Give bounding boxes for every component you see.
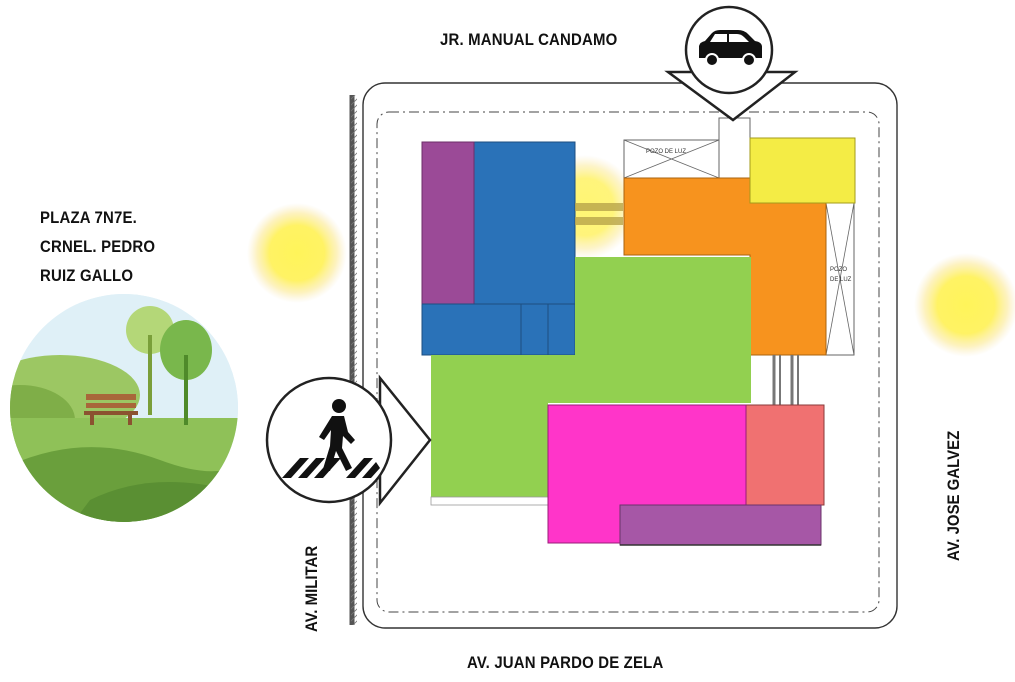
street-label-top: JR. MANUAL CANDAMO	[440, 30, 618, 49]
pedestrian-crossing-icon	[282, 399, 380, 478]
zone-green	[431, 257, 751, 497]
lot-boundary	[349, 82, 898, 629]
light-well-right	[825, 202, 855, 356]
zone-yellow	[749, 137, 856, 204]
light-well-top	[623, 117, 751, 179]
zone-violet	[619, 504, 822, 546]
building-zones	[421, 137, 856, 546]
plaza-label: PLAZA 7N7E. CRNEL. PEDRO RUIZ GALLO	[40, 203, 155, 290]
equal-icon	[575, 203, 623, 225]
plaza-label-line1: PLAZA 7N7E.	[40, 208, 137, 227]
street-label-bottom: AV. JUAN PARDO DE ZELA	[467, 653, 664, 672]
light-well-top-label: POZO DE LUZ	[646, 149, 686, 155]
park-bench-icon	[10, 294, 238, 522]
zone-purple	[421, 141, 475, 305]
pedestrian-access-arrow	[265, 374, 432, 507]
zone-salmon	[745, 404, 825, 506]
light-well-right-label-1: POZO	[830, 267, 847, 273]
vehicle-access-arrow	[664, 5, 799, 122]
plaza-label-line2: CRNEL. PEDRO	[40, 237, 156, 256]
plaza-label-line3: RUIZ GALLO	[40, 266, 134, 285]
street-label-right: AV. JOSE GALVEZ	[944, 430, 963, 561]
street-label-left: AV. MILITAR	[302, 545, 321, 632]
light-well-right-label-2: DE LUZ	[830, 277, 852, 283]
car-icon	[699, 30, 762, 67]
